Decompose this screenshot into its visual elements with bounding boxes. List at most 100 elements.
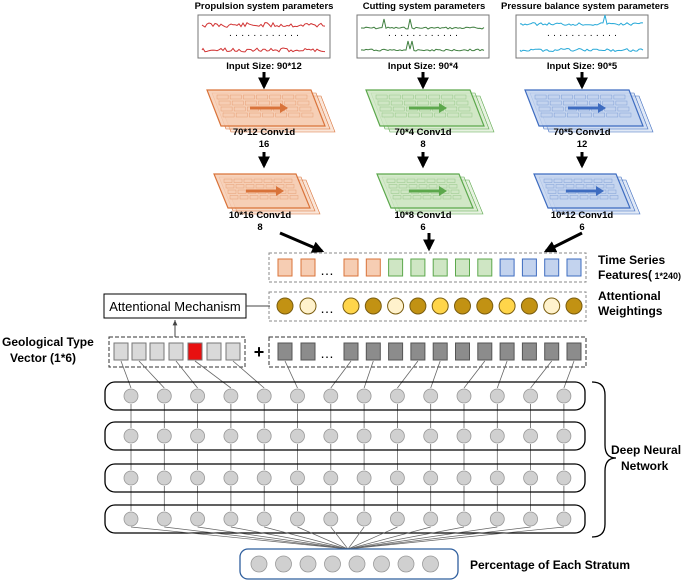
weight-circle (364, 297, 382, 315)
propulsion-conv1-block (206, 89, 336, 133)
cutting-conv2-label: 10*8 Conv1d (394, 210, 451, 221)
neuron (489, 511, 505, 527)
weight-circle (299, 297, 317, 315)
output-neuron (373, 555, 390, 573)
propulsion-title: Propulsion system parameters (195, 1, 334, 12)
features-label: Features( 1*240) (598, 268, 681, 282)
input-connector (563, 360, 575, 389)
weighted-feature-square (277, 342, 293, 361)
neuron (356, 470, 372, 486)
feature-square (277, 258, 293, 277)
neuron (389, 428, 405, 444)
geo-vector-square (131, 342, 147, 361)
neuron (123, 428, 139, 444)
output-connector (230, 526, 349, 550)
output-connector (347, 526, 398, 550)
neuron (389, 470, 405, 486)
feature-square (455, 258, 470, 277)
neuron (489, 470, 505, 486)
output-connector (297, 526, 349, 550)
cutting-signal-box: · · · · · · · · · · · · (356, 14, 490, 59)
neuron (256, 511, 272, 527)
weighted-feature-square (300, 342, 316, 361)
neuron (389, 511, 405, 527)
weight-circle (454, 297, 471, 315)
neuron (123, 511, 139, 527)
neuron (389, 388, 405, 404)
input-connector (397, 360, 419, 389)
input-connector (120, 360, 132, 389)
attentional-label: Attentional (598, 289, 661, 303)
weighted-feature-square (388, 342, 404, 361)
pressure-conv2-block (533, 173, 641, 215)
neuron (556, 511, 572, 527)
neuron (456, 388, 472, 404)
dnn-layer-3 (104, 463, 586, 493)
neuron (323, 388, 339, 404)
feature-square (432, 258, 448, 277)
propulsion-conv1-channels: 16 (259, 139, 270, 150)
feature-square (343, 258, 359, 277)
input-connector (463, 360, 486, 389)
feature-square (410, 258, 426, 277)
neuron (290, 388, 305, 404)
dnn-layer-4 (104, 504, 586, 534)
neuron (256, 428, 272, 444)
feature-square (388, 258, 404, 277)
neuron (190, 428, 206, 444)
feature-square (499, 258, 515, 277)
propulsion-conv2-channels: 8 (257, 222, 262, 233)
neuron (123, 470, 139, 486)
attentional-weightings-box (268, 291, 587, 322)
input-connector (194, 360, 232, 389)
neuron (423, 511, 439, 527)
propulsion-input-size: Input Size: 90*12 (226, 61, 302, 72)
neuron (123, 388, 139, 404)
weight-circle (342, 297, 360, 315)
neuron (423, 388, 439, 404)
weighted-feature-square (521, 342, 537, 361)
neuron (523, 428, 538, 444)
pressure-conv1-block (524, 89, 654, 133)
neuron (190, 470, 206, 486)
output-neuron (422, 555, 439, 573)
geo-vector-square (149, 342, 165, 361)
geo-vector-active-square (187, 342, 203, 361)
output-neuron (397, 555, 415, 573)
output-connector (164, 526, 349, 550)
neuron (323, 470, 339, 486)
neuron (323, 428, 339, 444)
output-connector (347, 526, 431, 550)
propulsion-signal-box: · · · · · · · · · · · · (197, 14, 331, 59)
geo-vector-square (113, 342, 129, 361)
neuron (156, 511, 172, 527)
dnn-label-1: Deep Neural (611, 443, 681, 457)
svg-text:· · · · · · · · · · · ·: · · · · · · · · · · · · (388, 30, 459, 41)
neuron (256, 470, 272, 486)
weightings-label: Weightings (598, 304, 663, 318)
geo-vector-square (206, 342, 222, 361)
feature-square (521, 258, 537, 277)
output-connector (347, 526, 365, 550)
pressure-title: Pressure balance system parameters (501, 1, 669, 12)
neuron (223, 428, 239, 444)
output-neuron (324, 555, 341, 573)
dnn-brace (591, 381, 617, 538)
weight-circle (276, 297, 294, 315)
input-connector (232, 360, 265, 389)
neuron (556, 470, 572, 486)
neuron (356, 428, 372, 444)
output-connector (130, 526, 349, 550)
weight-circle (520, 297, 538, 315)
cutting-title: Cutting system parameters (363, 1, 485, 12)
input-connector (138, 360, 165, 389)
cutting-conv2-block (376, 173, 484, 215)
input-connector (284, 360, 298, 389)
output-neuron (299, 555, 317, 573)
output-connector (264, 526, 349, 550)
neuron (456, 428, 472, 444)
input-connector (330, 360, 352, 389)
input-connector (363, 360, 374, 389)
output-neuron (275, 555, 292, 573)
neuron (523, 511, 538, 527)
